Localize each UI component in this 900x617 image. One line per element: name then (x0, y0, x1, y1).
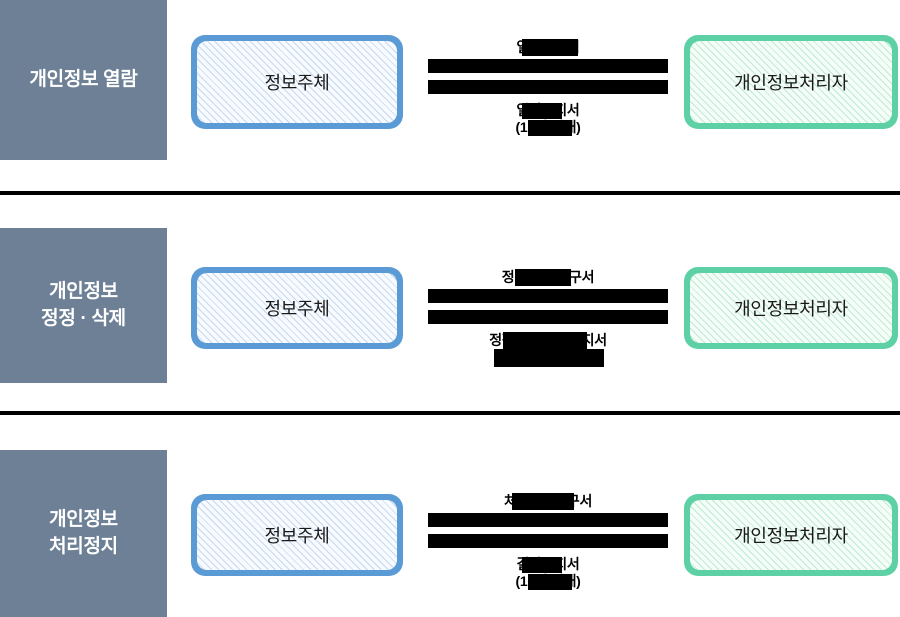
sidebar-label-line1: 개인정보 열람 (29, 68, 138, 90)
redaction-bar-bottom-row0 (522, 103, 562, 120)
redaction-block-row1 (494, 349, 604, 368)
sidebar-item-personal-info-processing-suspension: 개인정보 처리정지 (0, 450, 167, 617)
actor-label-controller: 개인정보처리자 (734, 299, 848, 319)
sidebar-label-line1: 개인정보 (49, 508, 118, 530)
actor-box-data-subject-row1: 정보주체 (191, 267, 403, 349)
actor-fill-hatch: 개인정보처리자 (690, 41, 892, 123)
flow-caption-bottom-row0: 열람통지서 (428, 101, 668, 120)
arrow-response-row1 (428, 310, 668, 325)
flow-caption-bottom-row0-line2: (10일 이내) (428, 119, 668, 137)
flow-group-row1: 정정·삭제요구서 정정·삭제결과통지서 (428, 268, 668, 368)
flow-caption-bottom-row2-line2: (10일 이내) (428, 573, 668, 591)
actor-label-controller: 개인정보처리자 (734, 526, 848, 546)
redaction-bar-top-row1 (515, 269, 571, 286)
arrow-request-row2 (428, 513, 668, 528)
flow-caption-top-row1: 정정·삭제요구서 (428, 268, 668, 286)
flow-group-row0: 열람요구서 열람통지서 (10일 이내) (428, 38, 668, 137)
actor-label-data-subject: 정보주체 (264, 526, 330, 546)
sidebar-label-line1: 개인정보 (49, 280, 118, 302)
actor-fill-hatch: 정보주체 (197, 500, 397, 570)
arrow-request-row0 (428, 59, 668, 74)
sidebar-label-line2: 정정 · 삭제 (41, 307, 126, 329)
actor-box-data-subject-row0: 정보주체 (191, 35, 403, 129)
actor-label-controller: 개인정보처리자 (734, 73, 848, 93)
flow-caption-bottom-row1: 정정·삭제결과통지서 (428, 331, 668, 368)
section-divider-2 (0, 411, 900, 415)
actor-label-data-subject: 정보주체 (264, 73, 330, 93)
redaction-bar-bottom2-row2 (528, 574, 572, 591)
actor-box-data-subject-row2: 정보주체 (191, 494, 403, 576)
actor-box-controller-row1: 개인정보처리자 (684, 267, 898, 349)
flow-caption-top-row0: 열람요구서 (428, 38, 668, 56)
arrow-request-row1 (428, 289, 668, 304)
actor-box-controller-row0: 개인정보처리자 (684, 35, 898, 129)
actor-label-data-subject: 정보주체 (264, 299, 330, 319)
redaction-bar-bottom2-row0 (528, 120, 572, 137)
redaction-bar-bottom-row2 (522, 557, 562, 574)
redaction-bar-bottom-row1 (503, 332, 587, 350)
actor-box-controller-row2: 개인정보처리자 (684, 494, 898, 576)
actor-fill-hatch: 정보주체 (197, 41, 397, 123)
sidebar-item-personal-info-correction-deletion: 개인정보 정정 · 삭제 (0, 228, 167, 383)
arrow-response-row0 (428, 80, 668, 95)
arrow-response-row2 (428, 534, 668, 549)
actor-fill-hatch: 개인정보처리자 (690, 273, 892, 343)
flow-caption-top-row2: 처리정지요구서 (428, 492, 668, 510)
redaction-bar-top-row2 (512, 493, 574, 510)
sidebar-label-line2: 처리정지 (49, 535, 118, 557)
sidebar-item-personal-info-access: 개인정보 열람 (0, 0, 167, 160)
actor-fill-hatch: 개인정보처리자 (690, 500, 892, 570)
actor-fill-hatch: 정보주체 (197, 273, 397, 343)
section-divider-1 (0, 191, 900, 195)
redaction-bar-top-row0 (522, 39, 578, 56)
flow-group-row2: 처리정지요구서 결과통지서 (10일 이내) (428, 492, 668, 591)
flow-caption-bottom-row2: 결과통지서 (428, 555, 668, 574)
